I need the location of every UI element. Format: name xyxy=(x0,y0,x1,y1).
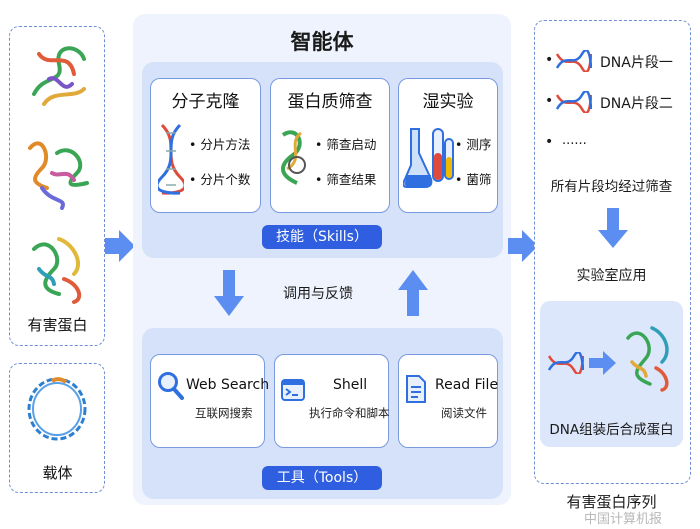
dna-strand-icon xyxy=(548,352,584,374)
tools-label-badge: 工具（Tools） xyxy=(262,466,382,490)
protein-structure-image-1 xyxy=(32,46,86,106)
arrow-right-icon xyxy=(589,351,616,375)
skill-card-molecular-cloning: 分子克隆 • 分片方法 • 分片个数 xyxy=(150,78,261,213)
lab-application-label: 实验室应用 xyxy=(576,268,647,284)
skill-item: • 菌筛 xyxy=(455,172,492,187)
test-tubes-icon xyxy=(403,128,454,188)
tool-description: 互联网搜索 xyxy=(195,406,253,420)
tool-card-shell[interactable]: Shell 执行命令和脚本 xyxy=(274,354,390,448)
protein-structure-image-2 xyxy=(28,141,89,210)
assembly-panel xyxy=(540,301,683,447)
bullet-dot: • xyxy=(545,52,554,68)
protein-structure-image-3 xyxy=(32,237,82,304)
skill-item: • 分片方法 xyxy=(189,137,251,152)
harmful-sequence-label: 有害蛋白序列 xyxy=(566,493,657,511)
vector-box xyxy=(9,363,105,493)
dna-strand-icon xyxy=(556,50,592,72)
dna-fragment-1: DNA片段一 xyxy=(600,55,673,71)
skill-card-protein-screening: 蛋白质筛查 • 筛查启动 • 筛查结果 xyxy=(270,78,390,213)
watermark-text: 中国计算机报 xyxy=(584,512,663,527)
arrow-down-icon xyxy=(214,270,244,316)
call-and-feedback-label: 调用与反馈 xyxy=(283,286,353,302)
tool-name: Shell xyxy=(333,377,368,393)
tool-name: Web Search xyxy=(186,377,270,393)
skill-item: • 分片个数 xyxy=(189,172,251,187)
skill-card-title: 湿实验 xyxy=(422,92,474,112)
bullet-dot: • xyxy=(545,134,554,150)
assemble-synthesize-label: DNA组装后合成蛋白 xyxy=(549,422,674,438)
agent-title: 智能体 xyxy=(290,30,354,54)
magnifier-icon xyxy=(158,372,184,400)
skill-item: • 测序 xyxy=(455,137,492,152)
skill-item: • 筛查结果 xyxy=(315,172,377,187)
plasmid-vector-icon xyxy=(27,377,87,441)
arrow-right-icon xyxy=(105,230,135,262)
arrow-up-icon xyxy=(398,270,428,316)
dna-fragment-more: ...... xyxy=(562,133,587,148)
skills-label-badge: 技能（Skills） xyxy=(262,225,382,249)
synthesized-protein-image xyxy=(626,326,669,392)
protein-screening-icon xyxy=(281,130,306,185)
arrow-right-icon xyxy=(508,230,538,262)
skill-card-title: 蛋白质筛查 xyxy=(287,92,373,112)
skill-card-wet-lab: 湿实验 • 测序 • 菌筛 xyxy=(398,78,498,213)
dna-helix-icon xyxy=(158,123,184,195)
document-icon xyxy=(406,375,426,403)
tool-name: Read File xyxy=(435,377,499,393)
vector-label: 载体 xyxy=(42,464,73,482)
harmful-proteins-label: 有害蛋白 xyxy=(27,316,88,334)
tool-description: 执行命令和脚本 xyxy=(309,406,390,420)
screened-statement: 所有片段均经过筛查 xyxy=(550,179,673,195)
bullet-dot: • xyxy=(545,93,554,109)
dna-fragment-2: DNA片段二 xyxy=(600,96,673,112)
tool-description: 阅读文件 xyxy=(441,406,487,420)
skill-item: • 筛查启动 xyxy=(315,137,377,152)
arrow-down-icon xyxy=(598,208,628,248)
terminal-icon xyxy=(281,379,305,401)
dna-strand-icon xyxy=(556,91,592,113)
tool-card-read-file[interactable]: Read File 阅读文件 xyxy=(398,354,498,448)
tool-card-web-search[interactable]: Web Search 互联网搜索 xyxy=(150,354,269,448)
skill-card-title: 分子克隆 xyxy=(171,92,240,112)
